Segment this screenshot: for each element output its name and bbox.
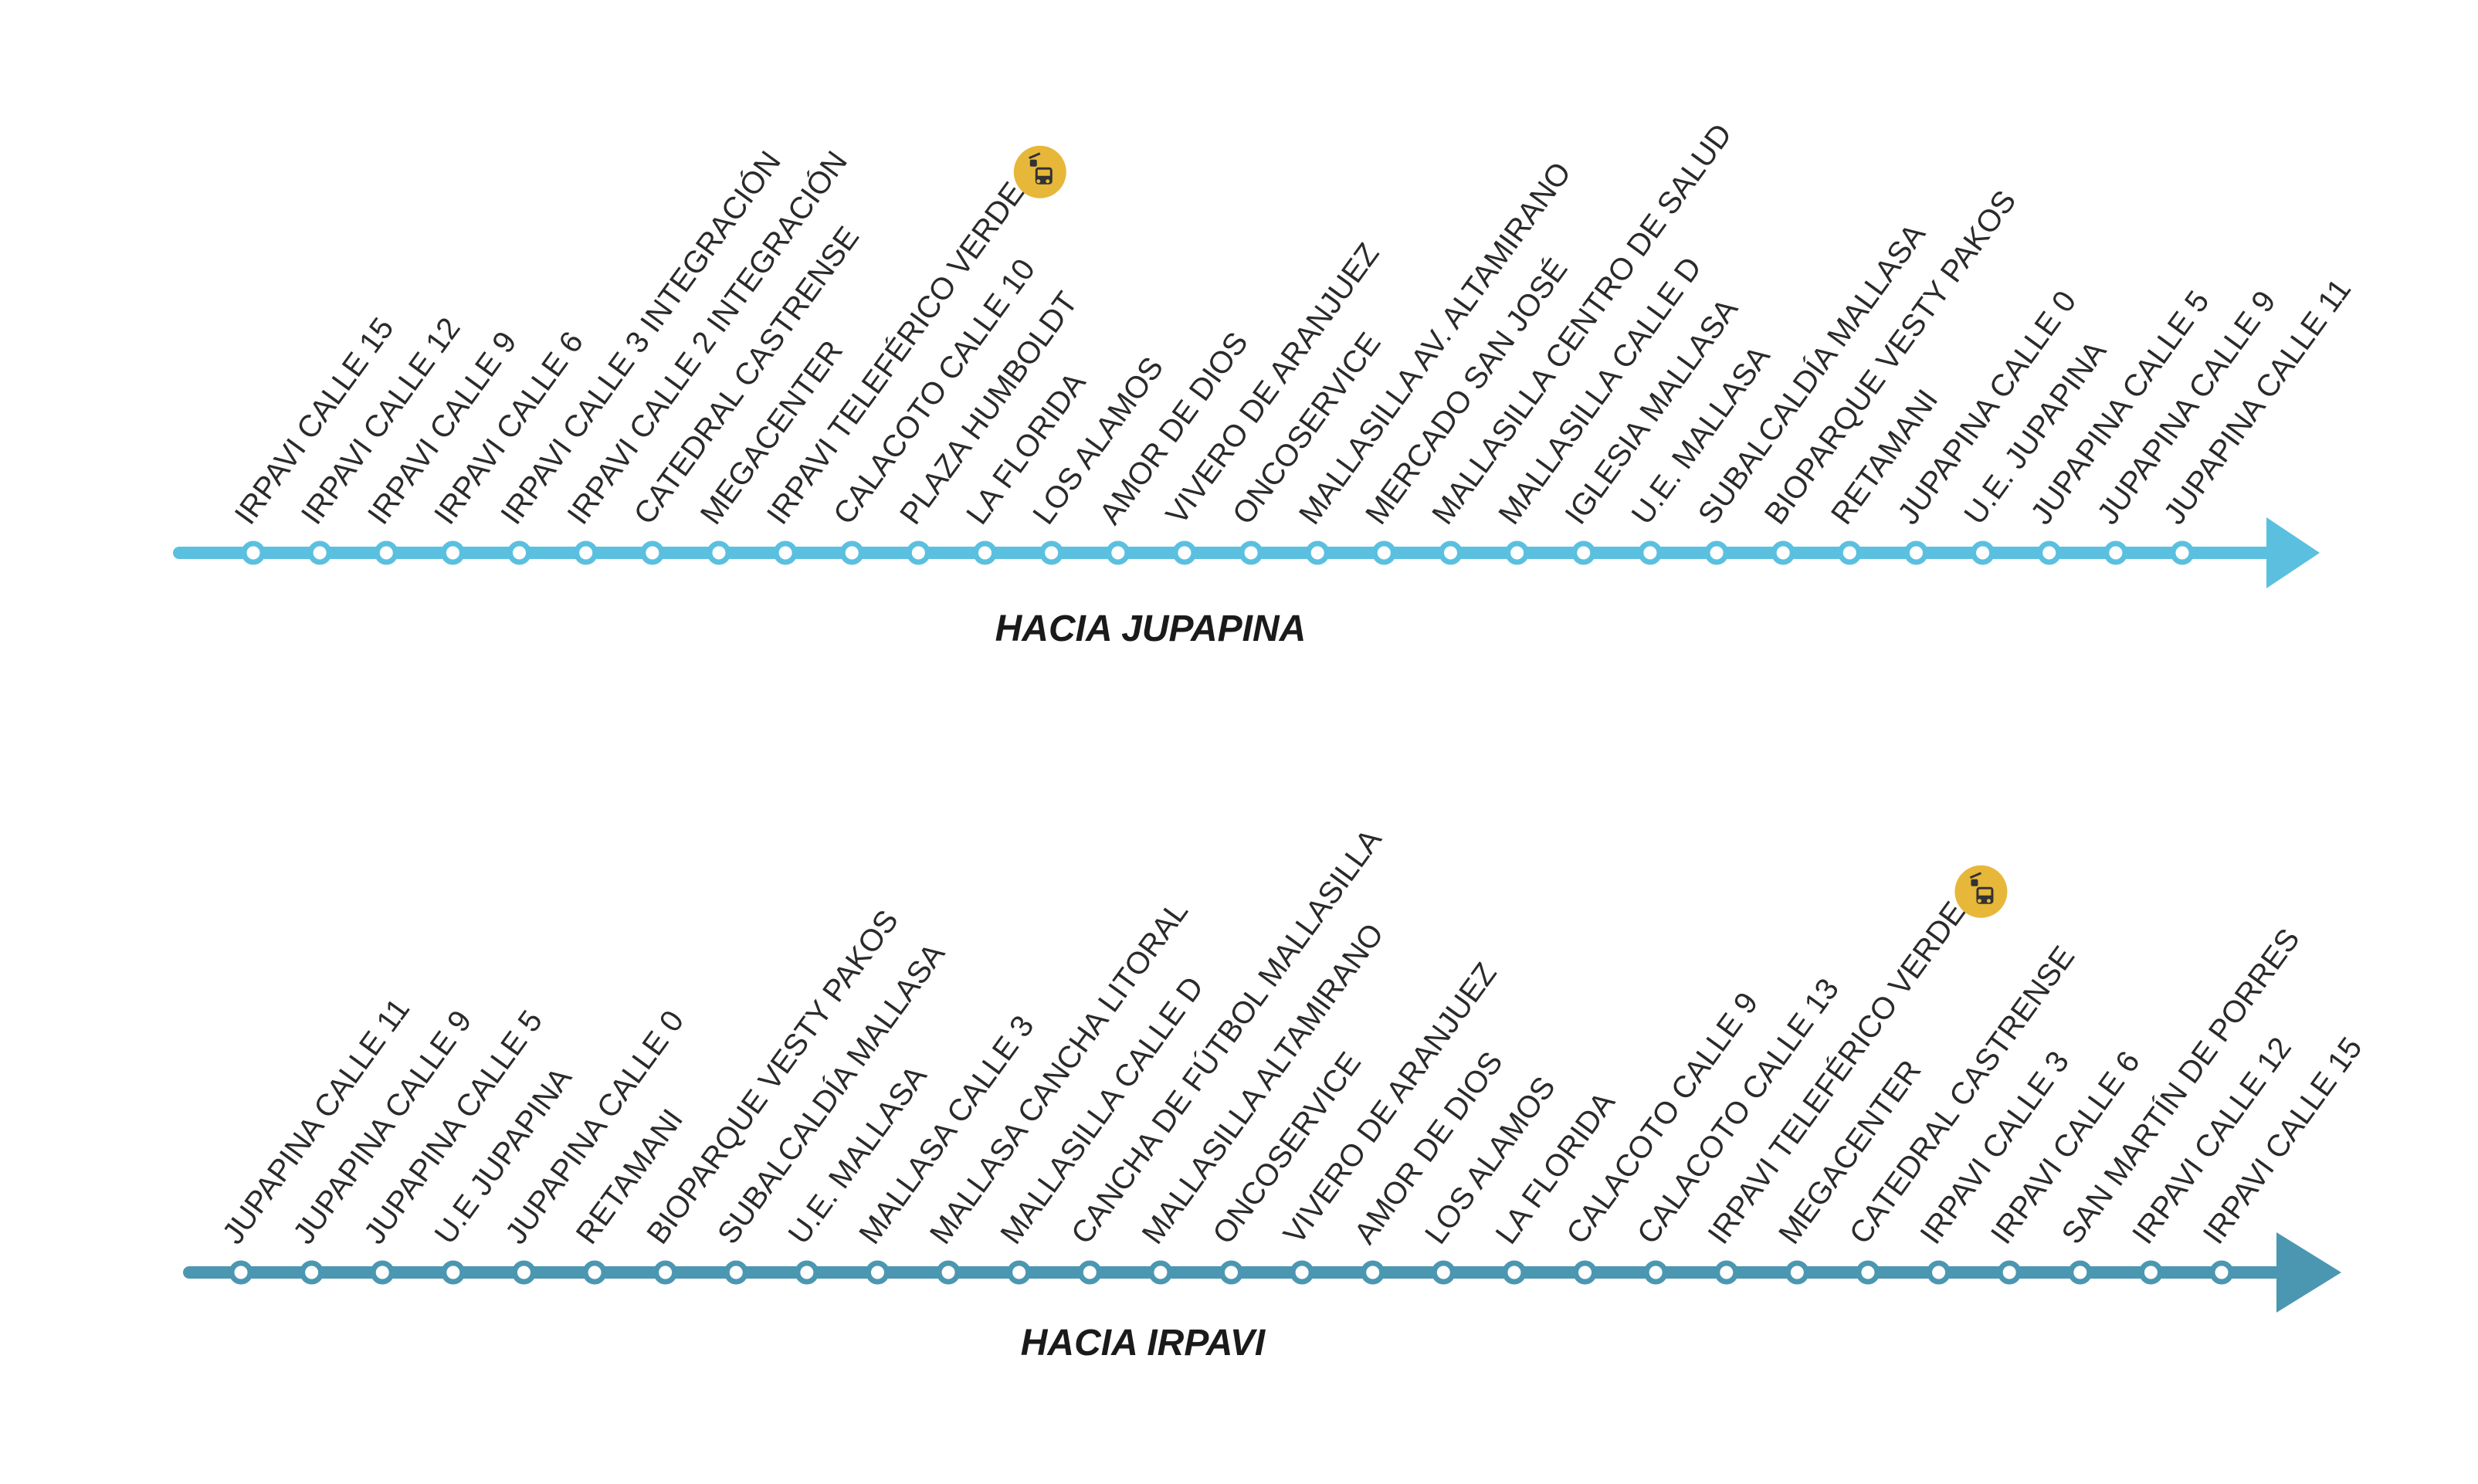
stop-marker[interactable] bbox=[1290, 1260, 1314, 1285]
direction-title: HACIA JUPAPINA bbox=[995, 608, 1307, 649]
stop-marker[interactable] bbox=[724, 1260, 748, 1285]
stop-marker[interactable] bbox=[795, 1260, 819, 1285]
stop-marker[interactable] bbox=[2068, 1260, 2093, 1285]
route-direction-arrow bbox=[2276, 1232, 2341, 1313]
stop-marker[interactable] bbox=[1502, 1260, 1527, 1285]
stop-marker[interactable] bbox=[229, 1260, 253, 1285]
stop-marker[interactable] bbox=[1305, 540, 1330, 565]
stop-marker[interactable] bbox=[1148, 1260, 1173, 1285]
stop-marker[interactable] bbox=[1106, 540, 1131, 565]
stop-marker[interactable] bbox=[2170, 540, 2195, 565]
cable-car-bus-icon bbox=[1013, 145, 1066, 198]
stop-marker[interactable] bbox=[1007, 1260, 1032, 1285]
stop-marker[interactable] bbox=[2209, 1260, 2234, 1285]
stop-marker[interactable] bbox=[773, 540, 798, 565]
stop-marker[interactable] bbox=[1704, 540, 1729, 565]
stop-marker[interactable] bbox=[1856, 1260, 1880, 1285]
stop-marker[interactable] bbox=[973, 540, 998, 565]
stop-marker[interactable] bbox=[1239, 540, 1263, 565]
stop-marker[interactable] bbox=[1361, 1260, 1385, 1285]
stop-marker[interactable] bbox=[1438, 540, 1463, 565]
stop-marker[interactable] bbox=[370, 1260, 395, 1285]
stop-marker[interactable] bbox=[2138, 1260, 2163, 1285]
stop-marker[interactable] bbox=[1714, 1260, 1739, 1285]
stop-marker[interactable] bbox=[1505, 540, 1530, 565]
stop-marker[interactable] bbox=[1771, 540, 1795, 565]
stop-marker[interactable] bbox=[1077, 1260, 1102, 1285]
stop-marker[interactable] bbox=[1219, 1260, 1243, 1285]
stop-marker[interactable] bbox=[1571, 540, 1596, 565]
stop-marker[interactable] bbox=[839, 540, 864, 565]
cable-car-bus-icon bbox=[1954, 865, 2008, 918]
stop-marker[interactable] bbox=[1903, 540, 1928, 565]
stop-marker[interactable] bbox=[1573, 1260, 1598, 1285]
stop-marker[interactable] bbox=[1927, 1260, 1951, 1285]
stop-marker[interactable] bbox=[1837, 540, 1862, 565]
stop-marker[interactable] bbox=[936, 1260, 961, 1285]
stop-marker[interactable] bbox=[1785, 1260, 1809, 1285]
stop-marker[interactable] bbox=[1997, 1260, 2022, 1285]
route-direction-arrow bbox=[2266, 517, 2320, 588]
stop-marker[interactable] bbox=[441, 1260, 466, 1285]
stop-marker[interactable] bbox=[582, 1260, 607, 1285]
stop-marker[interactable] bbox=[1638, 540, 1663, 565]
stop-marker[interactable] bbox=[653, 1260, 678, 1285]
stop-marker[interactable] bbox=[241, 540, 266, 565]
stop-marker[interactable] bbox=[440, 540, 465, 565]
stop-marker[interactable] bbox=[300, 1260, 324, 1285]
stop-marker[interactable] bbox=[1039, 540, 1064, 565]
stop-marker[interactable] bbox=[374, 540, 398, 565]
stop-marker[interactable] bbox=[906, 540, 931, 565]
stop-marker[interactable] bbox=[2037, 540, 2062, 565]
stop-marker[interactable] bbox=[507, 540, 532, 565]
direction-title: HACIA IRPAVI bbox=[1021, 1323, 1266, 1364]
stop-marker[interactable] bbox=[2103, 540, 2128, 565]
stop-marker[interactable] bbox=[1371, 540, 1396, 565]
stop-marker[interactable] bbox=[865, 1260, 890, 1285]
stop-marker[interactable] bbox=[1172, 540, 1197, 565]
stop-marker[interactable] bbox=[574, 540, 598, 565]
stop-marker[interactable] bbox=[640, 540, 665, 565]
stop-marker[interactable] bbox=[307, 540, 332, 565]
stop-marker[interactable] bbox=[1431, 1260, 1456, 1285]
stop-marker[interactable] bbox=[1643, 1260, 1668, 1285]
stop-marker[interactable] bbox=[707, 540, 731, 565]
stop-marker[interactable] bbox=[511, 1260, 536, 1285]
stop-marker[interactable] bbox=[1971, 540, 1995, 565]
